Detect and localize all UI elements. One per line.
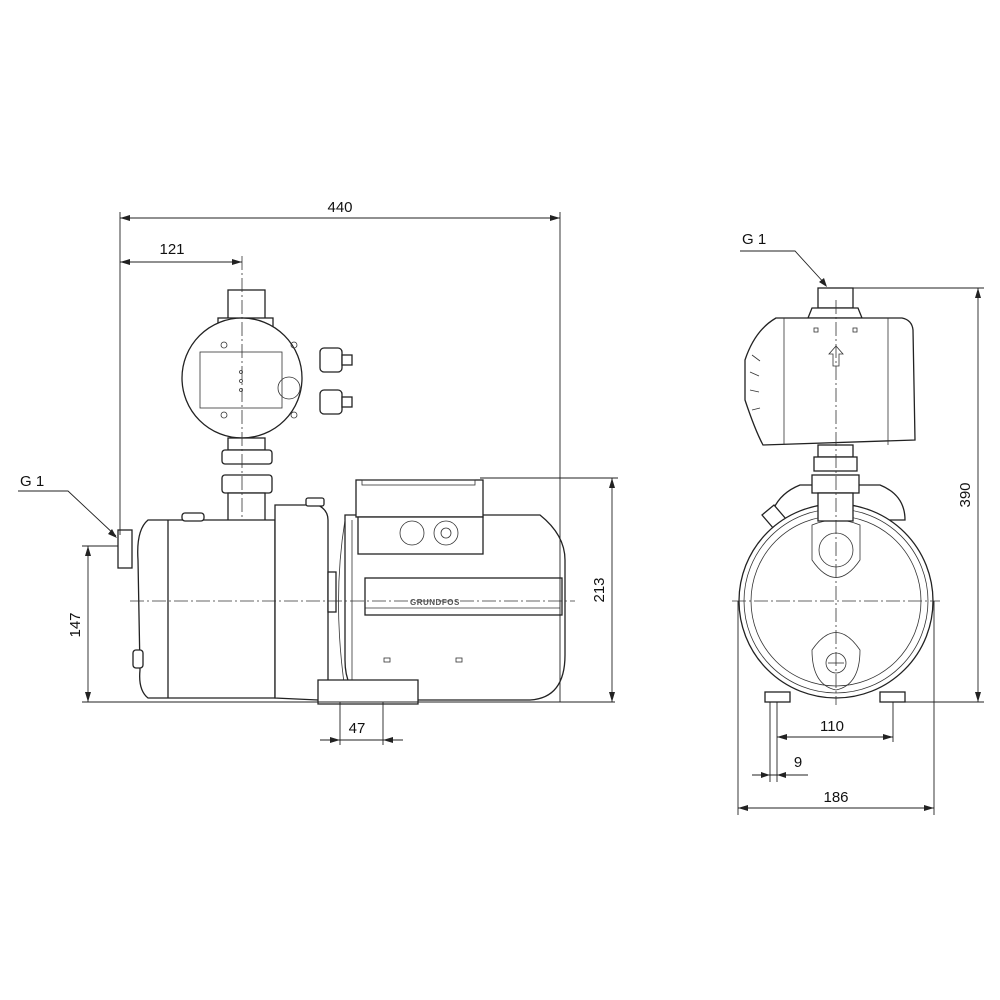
dim-110: 110	[820, 718, 844, 735]
dimensions-side: 440 121 147 213 47 G 1	[18, 199, 618, 745]
controller-front	[744, 287, 916, 446]
dim-147: 147	[67, 612, 84, 637]
side-view: GRUNDFOS 440 121 147 213	[18, 199, 618, 745]
motor: GRUNDFOS	[317, 479, 566, 705]
pump-housing	[117, 497, 337, 701]
outlet-thread-label: G 1	[742, 231, 766, 248]
brand-logo: GRUNDFOS	[410, 598, 460, 607]
dim-9: 9	[794, 754, 802, 771]
dimensions-front: G 1 390 110 9 186	[737, 231, 984, 815]
pressure-controller	[181, 289, 353, 522]
dim-47: 47	[349, 720, 366, 737]
front-view: G 1 390 110 9 186	[732, 231, 984, 815]
dim-213: 213	[591, 577, 608, 602]
inlet-thread-label: G 1	[20, 473, 44, 490]
dim-390: 390	[957, 482, 974, 507]
dim-186: 186	[823, 789, 848, 806]
dim-440: 440	[327, 199, 352, 216]
dim-121: 121	[159, 241, 184, 258]
